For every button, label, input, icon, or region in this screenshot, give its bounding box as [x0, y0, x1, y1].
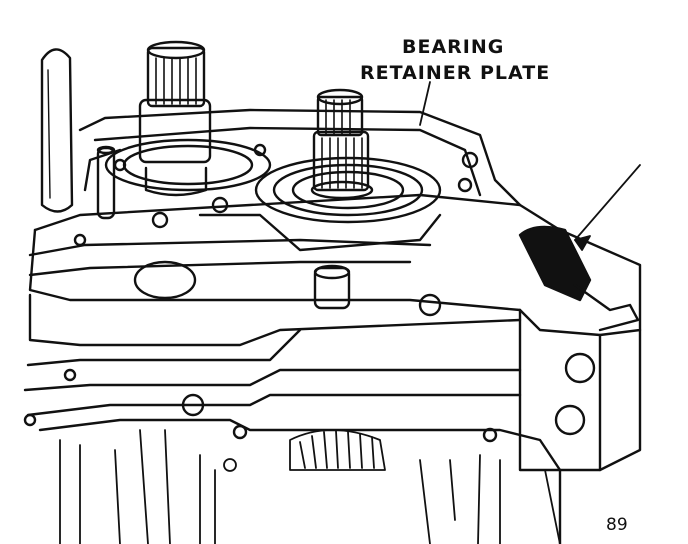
callout-leaders — [419, 81, 641, 544]
lower-gears — [59, 429, 501, 544]
mainshaft — [138, 40, 212, 197]
bearing-retainer-plate — [73, 108, 522, 252]
callout-label-line1: BEARING — [402, 36, 505, 58]
callout-label-line2: RETAINER PLATE — [360, 62, 551, 84]
countershaft — [310, 88, 374, 200]
case-housing — [23, 193, 642, 544]
dowel-pin — [96, 145, 116, 220]
puller-tool — [518, 225, 640, 332]
shift-lever — [40, 48, 74, 213]
figure-number: 89 — [606, 515, 628, 535]
case-plugs — [23, 260, 596, 443]
